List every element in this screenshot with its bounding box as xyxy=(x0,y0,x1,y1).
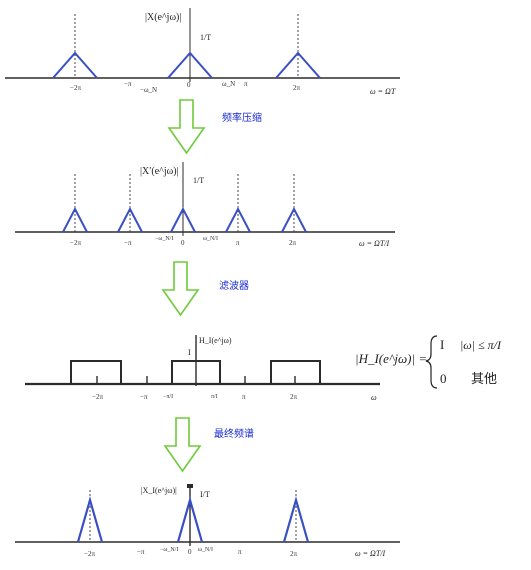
axis-label: ω = ΩT xyxy=(370,87,396,96)
tick-labels: −2π −π −ω_N 0 ω_N π 2π xyxy=(70,80,301,94)
panel-original-spectrum: |X(e^jω)| 1/T ω = ΩT −2π −π −ω_N 0 ω_N π… xyxy=(5,8,400,96)
panel-final-spectrum: |X_I(e^jω)| I/T ω = ΩT/I −2π −π −ω_N/I 0… xyxy=(15,484,400,558)
formula-case1-value: I xyxy=(440,337,444,352)
panel-ylabel: |X_I(e^jω)| xyxy=(141,486,177,495)
tick-pi: π xyxy=(236,239,240,247)
spectrum-replica-plus-2pi xyxy=(275,51,321,79)
panel-lowpass-filter: H_I(e^jω) I ω −2π −π −π/I π/I π 2π |H_I(… xyxy=(25,335,502,402)
tick-neg-pi: −π xyxy=(124,80,132,88)
tick-neg-2pi: −2π xyxy=(84,550,95,558)
spectrum-replica-minus-2pi xyxy=(62,206,88,233)
height-label: 1/T xyxy=(193,176,204,185)
filter-formula: |H_I(e^jω)| = I |ω| ≤ π/I 0 其他 xyxy=(355,335,502,389)
tick-neg-omega-n-over-i: −ω_N/I xyxy=(155,236,173,242)
tick-zero: 0 xyxy=(187,81,191,89)
formula-brace xyxy=(425,335,438,389)
spectrum-replica-plus-2pi xyxy=(282,495,310,543)
arrow-compress: 频率压缩 xyxy=(167,99,262,155)
spectrum-replica-minus-pi xyxy=(117,206,143,233)
spectrum-replica-plus-pi xyxy=(225,206,251,233)
dashed-center-lines xyxy=(89,490,297,542)
tick-pi: π xyxy=(244,80,248,88)
spectrum-triangles xyxy=(62,206,307,233)
tick-neg-pi: −π xyxy=(124,239,132,247)
tick-marks xyxy=(96,376,296,384)
tick-2pi: 2π xyxy=(293,84,301,92)
spectrum-replica-minus-2pi xyxy=(52,51,98,79)
passband-baseband xyxy=(171,360,221,384)
tick-zero: 0 xyxy=(181,239,185,247)
arrow-filter: 滤波器 xyxy=(161,261,249,317)
passband-plus-2pi xyxy=(270,360,321,384)
tick-pi-over-i: π/I xyxy=(211,394,218,400)
spectrum-baseband xyxy=(170,206,196,233)
filter-passbands xyxy=(70,360,321,384)
tick-neg-omega-n-over-i: −ω_N/I xyxy=(160,547,178,553)
height-label: 1/T xyxy=(200,33,211,42)
tick-neg-2pi: −2π xyxy=(70,239,81,247)
formula-case2-value: 0 xyxy=(440,371,447,386)
tick-omega-n-over-i: ω_N/I xyxy=(198,547,213,553)
tick-pi: π xyxy=(242,393,246,401)
height-label: I/T xyxy=(200,490,210,499)
spectrum-baseband xyxy=(176,495,204,543)
spectrum-triangles xyxy=(52,51,321,79)
tick-labels: −2π −π −ω_N/I 0 ω_N/I π 2π xyxy=(84,547,298,558)
formula-lhs: |H_I(e^jω)| = xyxy=(355,351,427,366)
panel-ylabel: |X(e^jω)| xyxy=(145,12,181,23)
panel-ylabel: |X′(e^jω)| xyxy=(140,166,179,177)
down-arrow-icon xyxy=(163,417,202,473)
tick-omega-n: ω_N xyxy=(222,80,235,88)
tick-2pi: 2π xyxy=(290,550,298,558)
tick-2pi: 2π xyxy=(290,393,298,401)
tick-neg-omega-n: −ω_N xyxy=(140,86,157,94)
arrow-caption: 滤波器 xyxy=(219,279,249,292)
passband-minus-2pi xyxy=(70,360,122,384)
arrow-caption: 最终频谱 xyxy=(214,427,254,440)
tick-neg-2pi: −2π xyxy=(92,393,103,401)
tick-neg-pi: −π xyxy=(140,393,148,401)
axis-label: ω xyxy=(371,393,377,402)
axis-tip-marker xyxy=(187,484,193,488)
tick-omega-n-over-i: ω_N/I xyxy=(203,236,218,242)
tick-2pi: 2π xyxy=(289,239,297,247)
arrow-caption: 频率压缩 xyxy=(222,111,262,124)
tick-labels: −2π −π −ω_N/I 0 ω_N/I π 2π xyxy=(70,236,297,247)
arrow-final: 最终频谱 xyxy=(163,417,254,473)
formula-case2-condition: 其他 xyxy=(471,371,497,386)
down-arrow-icon xyxy=(167,99,206,155)
dashed-center-lines xyxy=(74,174,295,232)
spectrum-replica-minus-2pi xyxy=(76,495,104,543)
tick-neg-pi-over-i: −π/I xyxy=(163,394,173,400)
axis-label: ω = ΩT/I xyxy=(355,549,386,558)
height-label: I xyxy=(188,348,191,357)
panel-ylabel: H_I(e^jω) xyxy=(199,336,232,345)
tick-pi: π xyxy=(238,548,242,556)
tick-zero: 0 xyxy=(188,548,192,556)
down-arrow-icon xyxy=(161,261,200,317)
tick-neg-pi: −π xyxy=(137,548,145,556)
formula-case1-condition: |ω| ≤ π/I xyxy=(460,338,502,352)
spectrum-baseband xyxy=(167,51,213,79)
panel-compressed-spectrum: |X′(e^jω)| 1/T ω = ΩT/I −2π −π −ω_N/I 0 … xyxy=(15,162,395,248)
tick-labels: −2π −π −π/I π/I π 2π xyxy=(92,393,298,401)
spectrum-triangles xyxy=(76,495,310,543)
tick-neg-2pi: −2π xyxy=(70,84,81,92)
spectrum-replica-plus-2pi xyxy=(281,206,307,233)
dashed-center-lines xyxy=(74,14,299,78)
axis-label: ω = ΩT/I xyxy=(359,239,390,248)
